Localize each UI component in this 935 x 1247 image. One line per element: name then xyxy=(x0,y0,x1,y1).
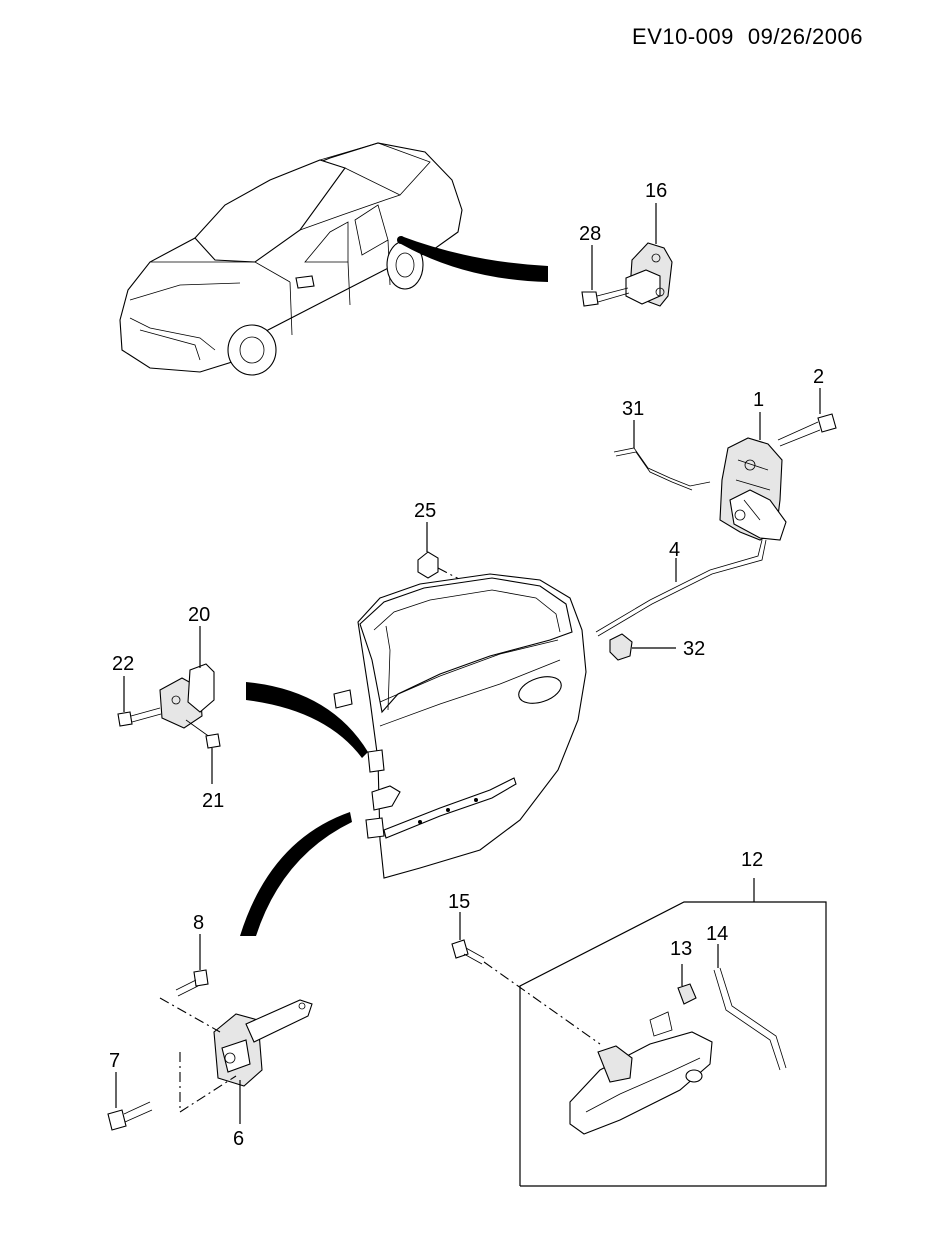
car-illustration xyxy=(119,142,463,376)
callout-7: 7 xyxy=(109,1050,120,1072)
door-to-check-link-pointer xyxy=(240,812,352,936)
door-to-upper-hinge-pointer xyxy=(246,682,368,758)
striker-assembly xyxy=(581,203,673,307)
document-header: EV10-009 09/26/2006 xyxy=(632,24,863,50)
upper-hinge-assembly xyxy=(117,626,221,784)
document-code: EV10-009 xyxy=(632,24,734,49)
callout-8: 8 xyxy=(193,912,204,934)
door-latch-assembly xyxy=(595,388,837,637)
callout-21: 21 xyxy=(202,790,224,812)
callout-20: 20 xyxy=(188,604,210,626)
callout-22: 22 xyxy=(112,653,134,675)
callout-15: 15 xyxy=(448,891,470,913)
callout-4: 4 xyxy=(669,539,680,561)
callout-28: 28 xyxy=(579,223,601,245)
callout-1: 1 xyxy=(753,389,764,411)
outside-handle-kit-box xyxy=(519,878,827,1187)
callout-13: 13 xyxy=(670,938,692,960)
callout-25: 25 xyxy=(414,500,436,522)
callout-31: 31 xyxy=(622,398,644,420)
outside-handle-assembly xyxy=(451,912,787,1135)
callout-32: 32 xyxy=(683,638,705,660)
callout-2: 2 xyxy=(813,366,824,388)
callout-labels: 16 28 2 31 1 25 4 20 32 22 21 12 15 8 14… xyxy=(109,180,824,1150)
document-date: 09/26/2006 xyxy=(747,24,863,49)
callout-6: 6 xyxy=(233,1128,244,1150)
rear-door xyxy=(333,573,587,879)
callout-14: 14 xyxy=(706,923,728,945)
clip-32 xyxy=(609,633,676,661)
check-link-assembly xyxy=(107,934,313,1131)
car-to-striker-pointer xyxy=(401,236,548,282)
callout-16: 16 xyxy=(645,180,667,202)
callout-12: 12 xyxy=(741,849,763,871)
